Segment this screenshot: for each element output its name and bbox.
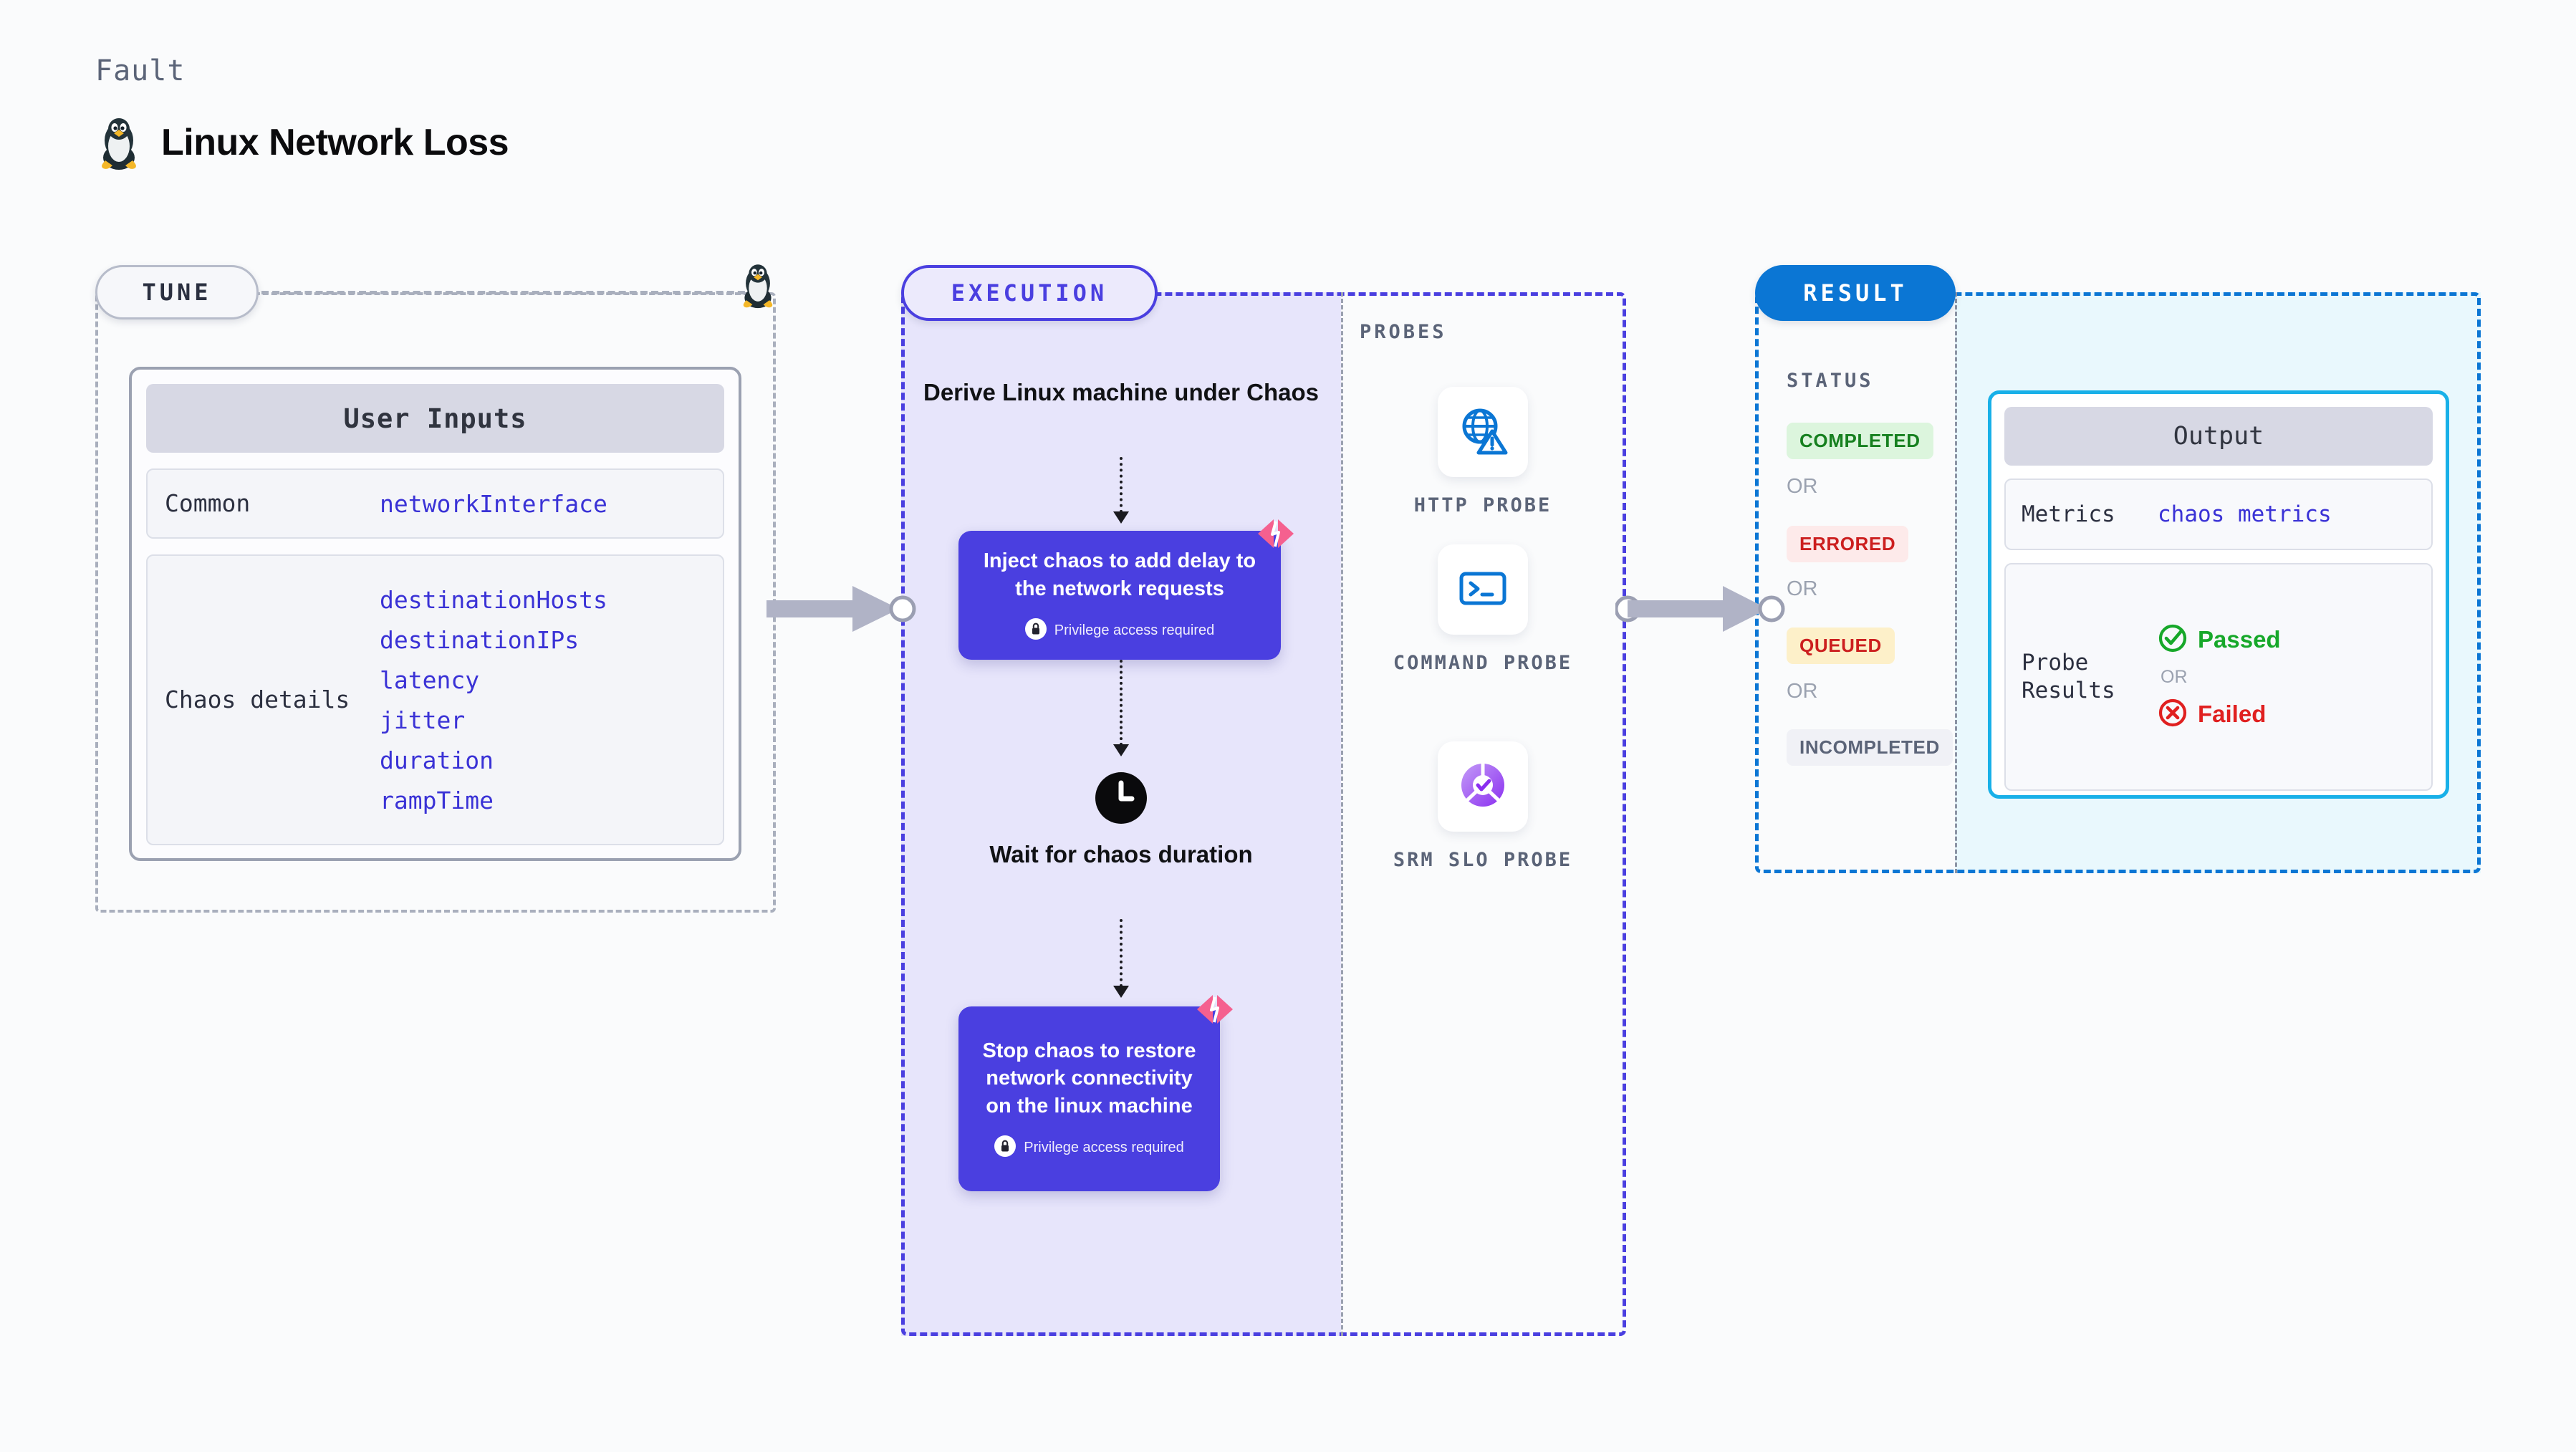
- execution-step-title: Derive Linux machine under Chaos: [923, 379, 1319, 405]
- probe-label: HTTP PROBE: [1413, 494, 1552, 516]
- privilege-text: Privilege access required: [1024, 1140, 1184, 1156]
- block-text: Inject chaos to add delay to the network…: [983, 549, 1256, 600]
- execution-block-inject-chaos[interactable]: Inject chaos to add delay to the network…: [958, 519, 1294, 660]
- input-ramptime[interactable]: rampTime: [380, 786, 494, 814]
- flow-arrowhead-1: [1113, 511, 1129, 524]
- probe-results-list: Passed OR Failed: [2158, 623, 2281, 731]
- connector-tune-to-execution: [766, 573, 917, 648]
- check-circle-icon: [2158, 623, 2188, 657]
- status-badge-queued: QUEUED: [1787, 628, 1895, 664]
- linux-penguin-icon: [95, 115, 143, 170]
- probe-srm-slo[interactable]: SRM SLO PROBE: [1375, 741, 1590, 873]
- probes-section-label: PROBES: [1360, 321, 1447, 343]
- row-key: Common: [165, 489, 251, 518]
- status-badge-completed: COMPLETED: [1787, 423, 1933, 459]
- globe-warning-icon: [1456, 404, 1509, 461]
- page-title-row: Linux Network Loss: [95, 115, 509, 170]
- input-jitter[interactable]: jitter: [380, 706, 466, 734]
- user-inputs-row-chaos-details: Chaos details destinationHosts destinati…: [146, 554, 724, 845]
- result-badge[interactable]: RESULT: [1755, 265, 1956, 321]
- privilege-row: Privilege access required: [1024, 618, 1215, 643]
- page-eyebrow: Fault: [95, 54, 186, 87]
- output-row-probe-results: Probe Results Passed OR: [2004, 563, 2433, 791]
- output-row-metrics: Metrics chaos metrics: [2004, 479, 2433, 550]
- lock-icon: [994, 1135, 1017, 1160]
- execution-badge[interactable]: EXECUTION: [901, 265, 1158, 321]
- probes-divider: [1341, 292, 1343, 1336]
- user-inputs-row-common: Common networkInterface: [146, 468, 724, 539]
- result-divider: [1955, 292, 1957, 873]
- status-badge-errored: ERRORED: [1787, 526, 1909, 562]
- input-destinationips[interactable]: destinationIPs: [380, 625, 580, 654]
- probe-tile: [1438, 741, 1528, 832]
- wait-step-label: Wait for chaos duration: [989, 841, 1253, 867]
- probe-result-failed-label: Failed: [2198, 701, 2267, 727]
- row-values: destinationHosts destinationIPs latency …: [380, 586, 607, 814]
- input-latency[interactable]: latency: [380, 665, 480, 694]
- connector-execution-to-result: [1614, 573, 1787, 648]
- output-card: Output Metrics chaos metrics Probe Resul…: [1988, 390, 2449, 799]
- flow-connector-1: [1120, 457, 1123, 513]
- privilege-row: Privilege access required: [994, 1135, 1184, 1160]
- probe-result-or: OR: [2161, 666, 2188, 687]
- probe-result-failed: Failed: [2158, 698, 2281, 731]
- lock-icon: [1024, 618, 1047, 643]
- probe-tile: [1438, 387, 1528, 477]
- row-key: Chaos details: [165, 686, 350, 714]
- row-values: networkInterface: [380, 490, 607, 518]
- block-text: Stop chaos to restore network connectivi…: [982, 1039, 1196, 1117]
- privilege-text: Privilege access required: [1054, 622, 1215, 639]
- tune-dash-connector: [261, 291, 756, 294]
- output-key-metrics: Metrics: [2022, 501, 2115, 527]
- status-section-label: STATUS: [1787, 370, 1874, 392]
- user-inputs-header: User Inputs: [146, 384, 724, 453]
- flow-connector-2: [1120, 660, 1123, 746]
- output-header: Output: [2004, 407, 2433, 466]
- flow-connector-3: [1120, 919, 1123, 987]
- status-or-3: OR: [1787, 680, 1818, 703]
- probe-http[interactable]: HTTP PROBE: [1375, 387, 1590, 519]
- input-duration[interactable]: duration: [380, 746, 494, 774]
- terminal-icon: [1456, 562, 1509, 618]
- tune-badge[interactable]: TUNE: [95, 265, 259, 319]
- probe-label: SRM SLO PROBE: [1393, 849, 1573, 871]
- execution-flow: Derive Linux machine under Chaos Inject …: [901, 292, 1341, 1336]
- clock-icon: [1094, 771, 1148, 829]
- status-or-2: OR: [1787, 577, 1818, 600]
- status-or-1: OR: [1787, 475, 1818, 498]
- output-key-probe-results: Probe Results: [2022, 650, 2115, 703]
- x-circle-icon: [2158, 698, 2188, 731]
- input-networkinterface[interactable]: networkInterface: [380, 489, 607, 518]
- status-badge-incompleted: INCOMPLETED: [1787, 729, 1953, 766]
- harness-logo-icon: [1194, 991, 1236, 1032]
- result-panel: [1755, 292, 2481, 873]
- input-destinationhosts[interactable]: destinationHosts: [380, 585, 607, 614]
- linux-penguin-icon: [738, 261, 778, 309]
- probe-command[interactable]: COMMAND PROBE: [1375, 544, 1590, 676]
- probe-result-passed-label: Passed: [2198, 626, 2281, 653]
- probe-result-passed: Passed: [2158, 623, 2281, 657]
- slo-donut-check-icon: [1456, 759, 1509, 815]
- execution-probes-panel: [901, 292, 1626, 1336]
- probe-tile: [1438, 544, 1528, 635]
- harness-logo-icon: [1255, 515, 1297, 556]
- execution-block-stop-chaos[interactable]: Stop chaos to restore network connectivi…: [958, 995, 1233, 1191]
- user-inputs-card: User Inputs Common networkInterface Chao…: [129, 367, 741, 861]
- flow-arrowhead-3: [1113, 986, 1129, 998]
- page-title: Linux Network Loss: [161, 122, 509, 163]
- output-value-metrics[interactable]: chaos metrics: [2158, 501, 2332, 527]
- probe-label: COMMAND PROBE: [1393, 652, 1573, 674]
- flow-arrowhead-2: [1113, 744, 1129, 756]
